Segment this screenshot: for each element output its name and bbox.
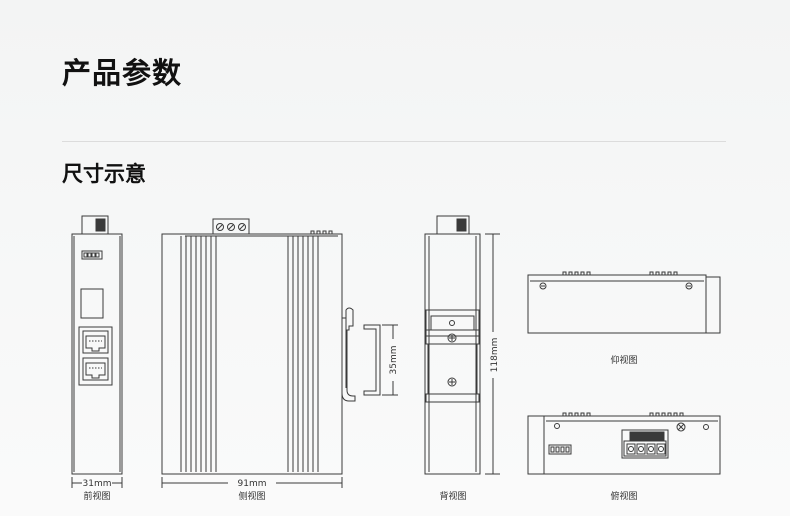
top-view-caption: 俯视图 xyxy=(610,490,637,502)
ethernet-ports xyxy=(78,326,113,386)
back-view xyxy=(424,215,500,475)
front-width-label: 31mm xyxy=(83,479,112,489)
side-view xyxy=(161,218,398,488)
front-view xyxy=(71,215,123,488)
page-title: 产品参数 xyxy=(62,56,183,90)
terminal-block xyxy=(212,218,250,235)
front-view-caption: 前视图 xyxy=(83,490,110,502)
bottom-view-caption: 仰视图 xyxy=(610,354,637,366)
side-view-caption: 侧视图 xyxy=(238,490,265,502)
top-terminal-block xyxy=(621,429,669,459)
back-view-caption: 背视图 xyxy=(439,490,466,502)
bottom-view xyxy=(527,271,721,334)
side-depth-label: 91mm xyxy=(238,479,267,489)
led-indicators xyxy=(81,250,103,260)
top-view xyxy=(527,412,721,475)
rail-height-label: 35mm xyxy=(389,346,399,375)
section-divider xyxy=(62,141,726,142)
din-rail-clip xyxy=(341,307,381,402)
back-height-label: 118mm xyxy=(490,338,500,373)
section-title: 尺寸示意 xyxy=(62,162,146,186)
